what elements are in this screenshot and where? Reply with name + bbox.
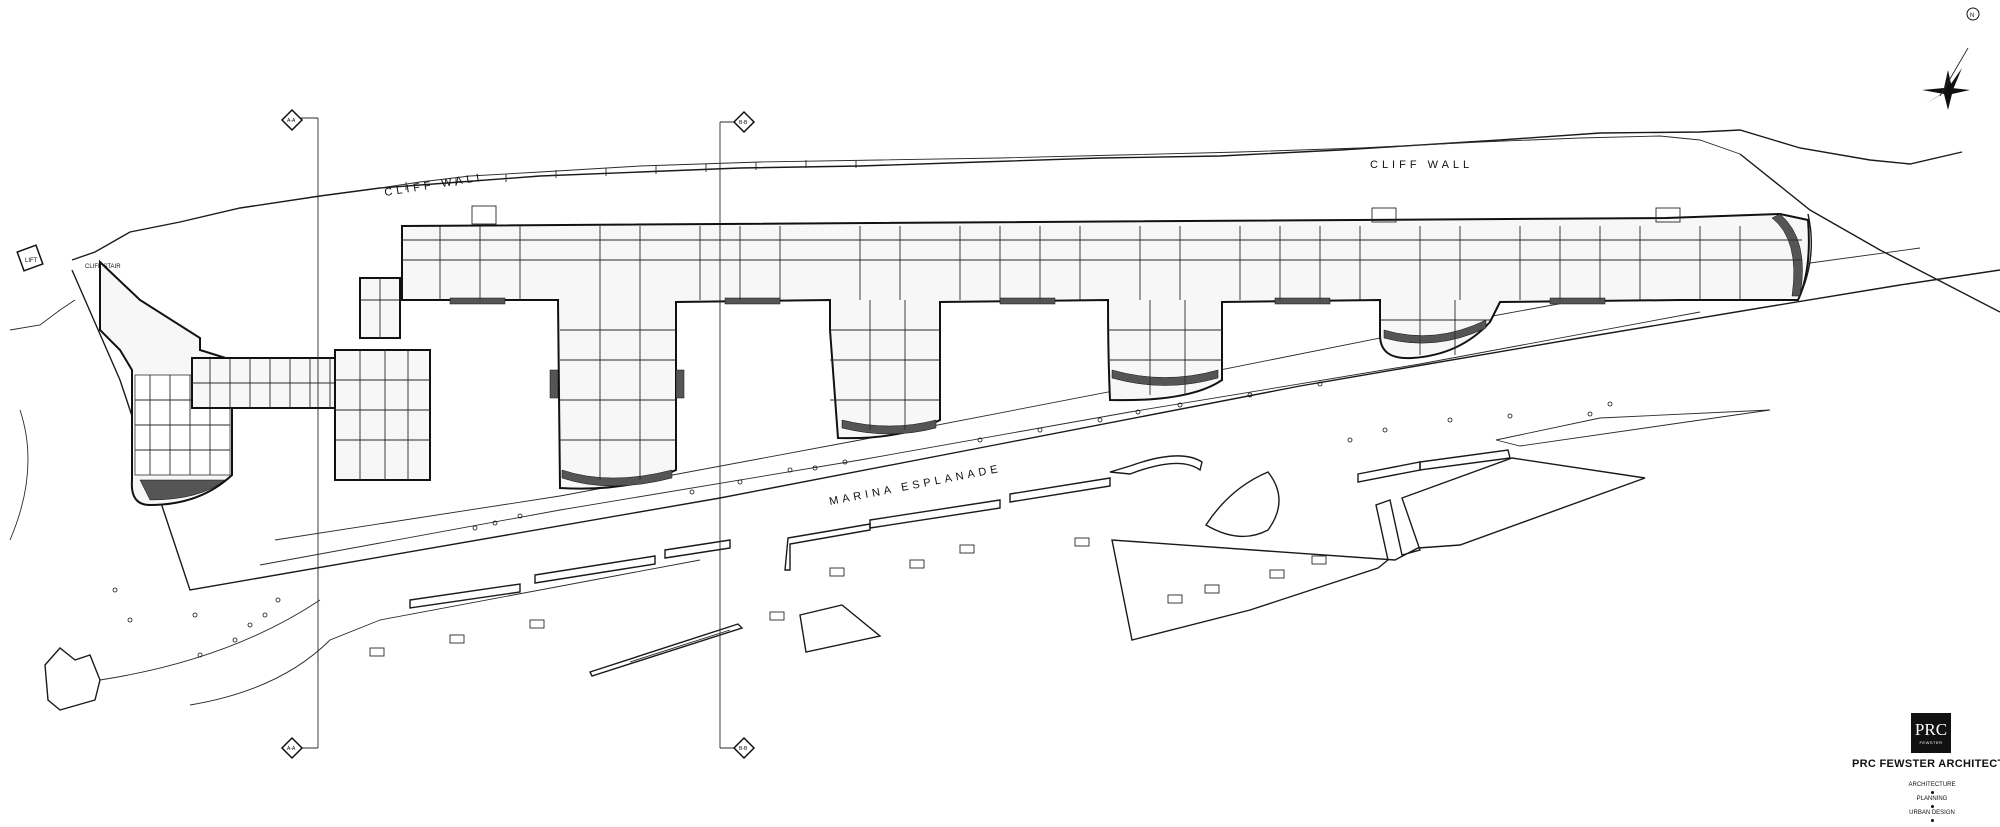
service-planning: PLANNING — [1916, 796, 1948, 802]
cliff-wall-posts — [405, 160, 857, 190]
firm-name: PRC FEWSTER ARCHITECTS — [1852, 758, 2000, 770]
logo-sub: FEWSTER — [1919, 739, 1943, 745]
east-boundary — [1739, 153, 2000, 313]
pier-mid — [799, 604, 882, 653]
service-separator-dot — [1931, 819, 1934, 822]
west-wing — [99, 259, 233, 507]
cliff-wall-line — [379, 135, 1741, 189]
section-a-top-label: A-A — [287, 118, 296, 124]
breakwater — [1111, 457, 1646, 641]
south-road-curve-inner — [189, 559, 701, 706]
north-label: N — [1970, 13, 1974, 19]
section-b-bottom-label: B-B — [739, 746, 748, 752]
lift-block: LIFT — [9, 244, 76, 331]
service-architecture: ARCHITECTURE — [1908, 782, 1956, 788]
main-apartment-block — [401, 205, 1810, 490]
section-a-bottom-label: A-A — [287, 746, 296, 752]
south-road-curve-outer — [99, 599, 321, 681]
site-lamps — [112, 381, 1613, 658]
cliff-wall-label-left: CLIFF WALL — [384, 171, 488, 199]
section-line-a: A-A A-A — [280, 108, 319, 760]
east-curve-wall — [1797, 213, 1812, 301]
north-arrow: N — [1922, 7, 1980, 110]
marina-esplanade-label: MARINA ESPLANADE — [828, 463, 1002, 508]
esplanade-benches — [369, 537, 1327, 657]
southwest-building — [44, 647, 101, 711]
section-b-top-label: B-B — [739, 120, 748, 126]
link-building — [191, 277, 431, 481]
cliff-boundary-line — [71, 129, 1963, 261]
service-separator-dot — [1931, 805, 1934, 808]
service-urban-design: URBAN DESIGN — [1909, 810, 1955, 816]
boat-shape — [1205, 471, 1280, 538]
service-separator-dot — [1931, 791, 1934, 794]
cliff-wall-label-right: CLIFF WALL — [1370, 159, 1473, 171]
prc-logo: PRC FEWSTER — [1911, 713, 1951, 753]
esplanade-edge-mid — [259, 311, 1701, 566]
lift-label: LIFT — [25, 258, 38, 264]
left-road-curve — [9, 409, 29, 541]
section-line-b: B-B B-B — [719, 110, 756, 760]
logo-mark: PRC — [1914, 719, 1948, 739]
pier-line — [629, 629, 731, 663]
pier-left — [589, 623, 744, 677]
